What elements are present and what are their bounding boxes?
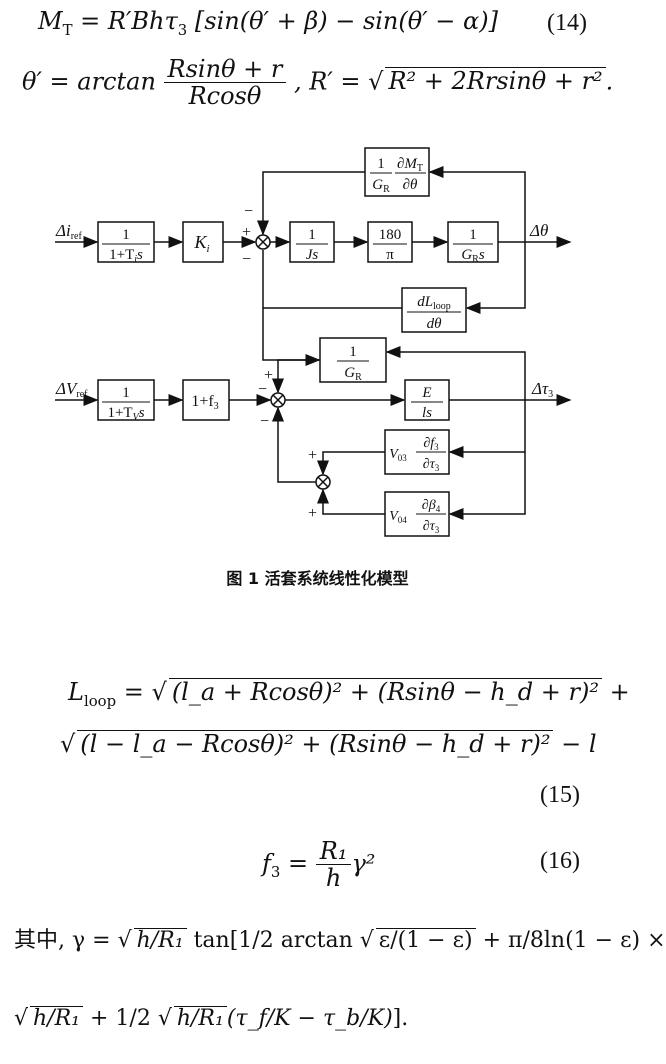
svg-text:GRs: GRs <box>461 247 485 265</box>
svg-text:dLloop: dLloop <box>417 294 451 312</box>
svg-text:180: 180 <box>379 227 402 243</box>
equation-gamma-line2: √h/R₁ + 1/2 √h/R₁(τ_f/K − τ_b/K)]. <box>14 1006 409 1031</box>
equation-16-number: (16) <box>540 848 580 874</box>
theta-fraction: Rsinθ + r Rcosθ <box>163 56 287 110</box>
svg-text:1: 1 <box>377 156 385 172</box>
svg-text:+: + <box>264 367 273 384</box>
figure-caption: 图 1 活套系统线性化模型 <box>226 569 409 588</box>
svg-text:1: 1 <box>122 385 130 401</box>
svg-text:−: − <box>258 381 267 398</box>
equation-16: f3 = R₁ h γ² <box>262 837 376 893</box>
svg-text:GR: GR <box>344 365 362 383</box>
signal-delta-i-ref: Δiref <box>55 221 82 242</box>
ki-label: Ki <box>193 232 209 255</box>
svg-text:1+f3: 1+f3 <box>191 393 218 412</box>
svg-text:dθ: dθ <box>427 316 443 332</box>
equation-theta-prime: θ′ = arctan Rsinθ + r Rcosθ , R′ = √R² +… <box>22 55 614 111</box>
svg-text:−: − <box>242 251 251 268</box>
equation-15-line1: Lloop = √(l_a + Rcosθ)² + (Rsinθ − h_d +… <box>68 678 630 710</box>
svg-text:V04: V04 <box>389 509 407 525</box>
equation-14: MT = R′Bhτ3 [sin(θ′ + β) − sin(θ′ − α)] <box>38 7 498 39</box>
equation-15-number: (15) <box>540 782 580 808</box>
svg-text:Js: Js <box>306 247 319 263</box>
ti-den: 1+Tis <box>109 247 143 265</box>
signal-delta-v-ref: ΔVref <box>55 379 88 400</box>
svg-text:+: + <box>308 447 317 464</box>
equation-gamma-line1: 其中, γ = √h/R₁ tan[1/2 arctan √ε/(1 − ε) … <box>14 928 666 953</box>
svg-text:V03: V03 <box>389 447 407 463</box>
svg-text:∂τ3: ∂τ3 <box>423 519 440 535</box>
svg-text:π: π <box>386 247 394 263</box>
svg-text:∂τ3: ∂τ3 <box>423 457 440 473</box>
svg-text:1: 1 <box>349 344 357 360</box>
signal-delta-theta: Δθ <box>529 221 548 240</box>
svg-text:GR: GR <box>372 177 390 195</box>
svg-text:∂MT: ∂MT <box>397 156 423 174</box>
svg-text:−: − <box>244 203 253 220</box>
ti-num: 1 <box>122 227 130 243</box>
svg-text:1: 1 <box>308 227 316 243</box>
svg-text:ls: ls <box>422 405 432 421</box>
svg-text:+: + <box>308 505 317 522</box>
signal-delta-tau3: Δτ3 <box>531 379 553 400</box>
svg-text:∂θ: ∂θ <box>403 177 418 193</box>
svg-text:1+TVs: 1+TVs <box>107 405 144 423</box>
svg-text:+: + <box>242 224 251 241</box>
svg-text:1: 1 <box>469 227 477 243</box>
loop-block-diagram: 1 1+Tis Ki 1 Js 180 π 1 GRs 1 GR ∂MT ∂θ … <box>55 147 572 537</box>
svg-text:−: − <box>260 413 269 430</box>
equation-14-number: (14) <box>547 10 587 36</box>
svg-text:∂β4: ∂β4 <box>422 498 441 514</box>
svg-text:E: E <box>421 385 431 401</box>
svg-text:∂f3: ∂f3 <box>423 436 439 452</box>
equation-15-line2: √(l − l_a − Rcosθ)² + (Rsinθ − h_d + r)²… <box>60 730 597 758</box>
